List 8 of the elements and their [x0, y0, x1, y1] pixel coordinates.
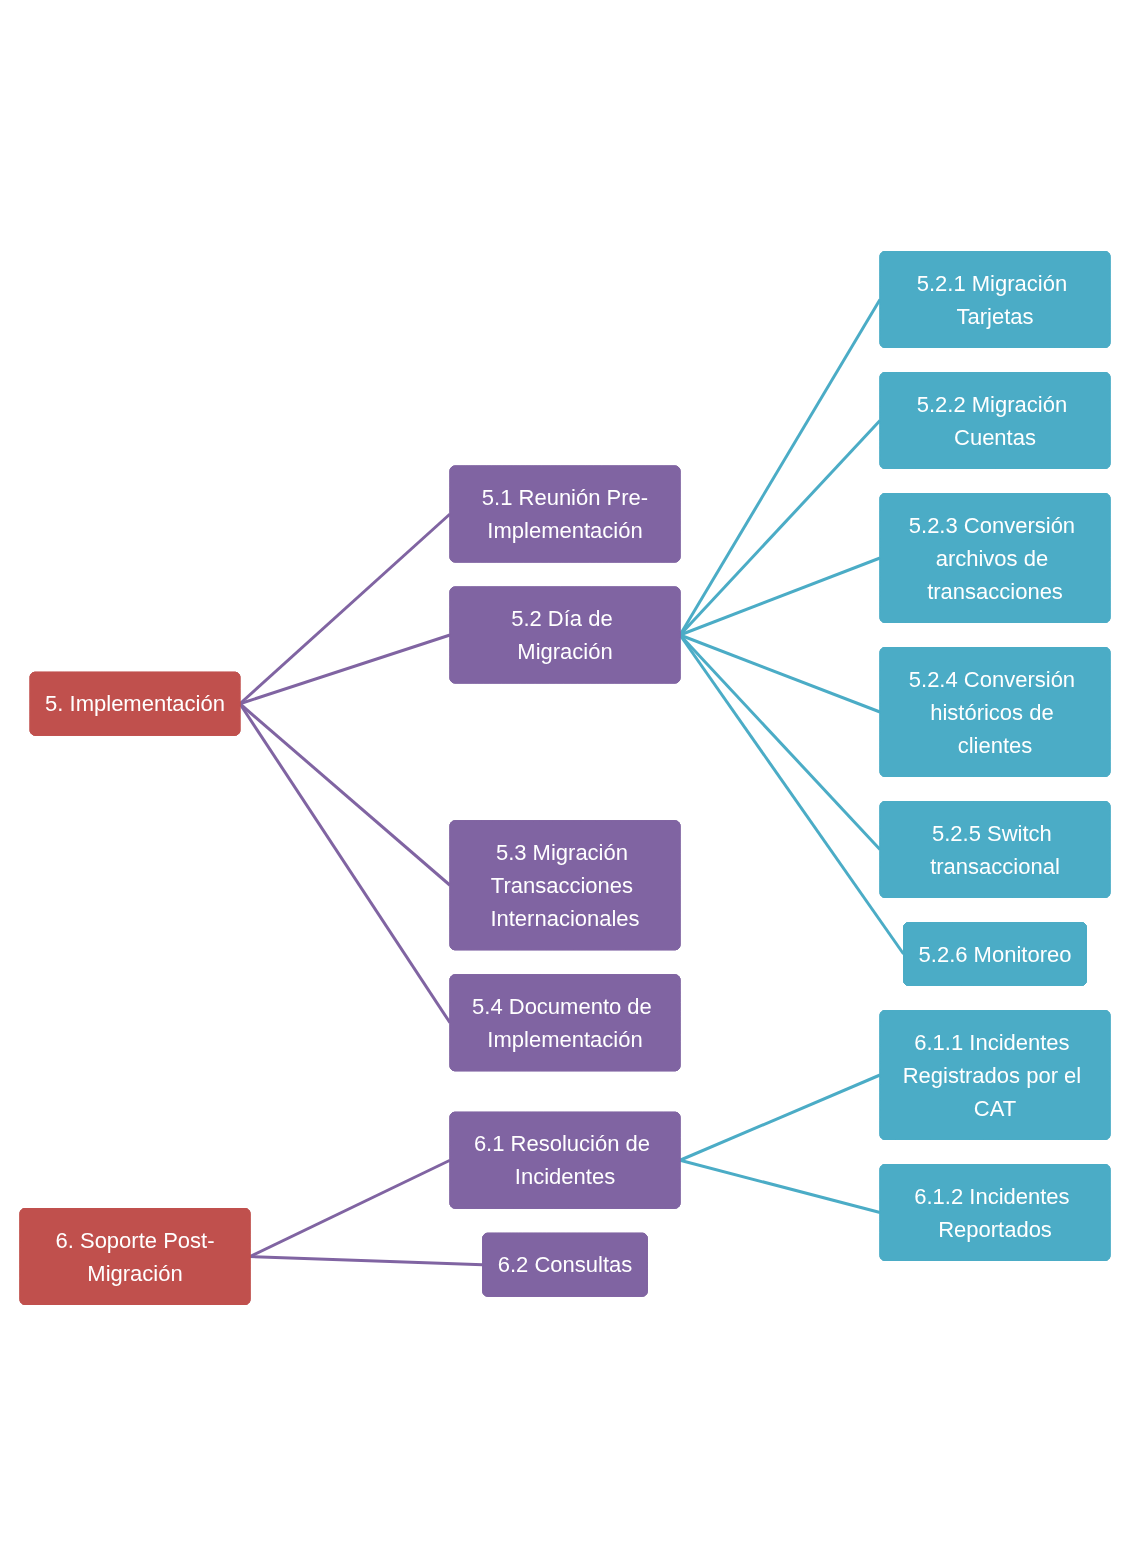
connector: [679, 1158, 880, 1214]
connector: [249, 1255, 483, 1267]
connector: [238, 702, 451, 1024]
connector: [678, 1073, 881, 1162]
connector: [678, 298, 881, 636]
connector: [238, 512, 451, 705]
connector: [678, 634, 905, 955]
connector: [248, 1158, 451, 1258]
